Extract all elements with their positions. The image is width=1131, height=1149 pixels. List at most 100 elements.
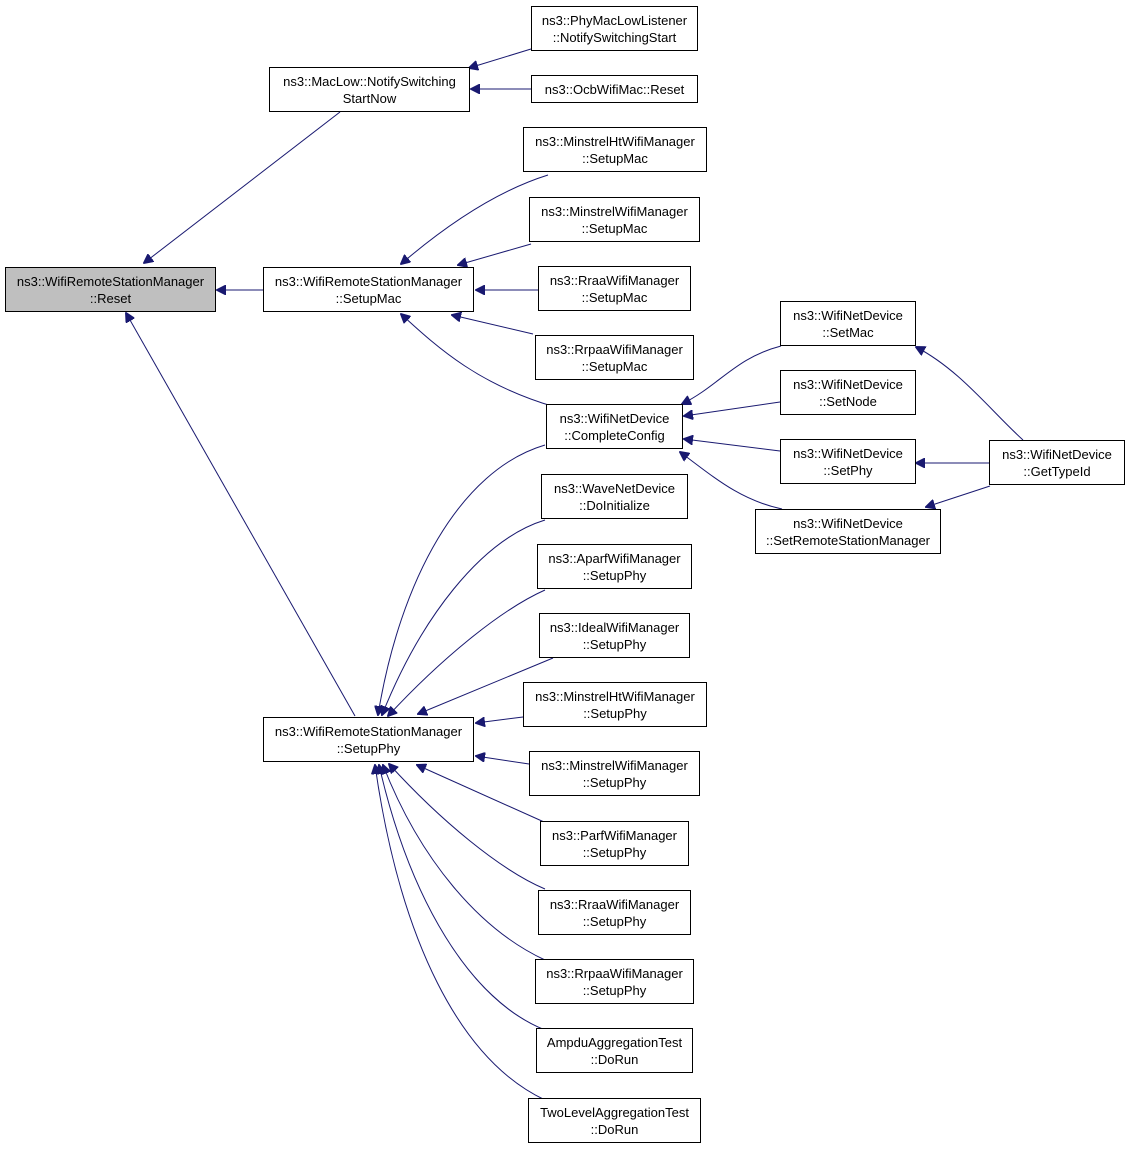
- node-label-line2: ::SetupMac: [581, 289, 648, 305]
- edge-mhtmac-to-setupmac: [401, 174, 549, 264]
- edge-setmac-to-complete: [682, 345, 782, 404]
- node-aparf-setup-phy[interactable]: ns3::AparfWifiManager ::SetupPhy: [537, 544, 692, 589]
- node-label-line2: ::NotifySwitchingStart: [552, 29, 677, 45]
- edge-complete-to-setupphy: [378, 444, 546, 715]
- node-label-line1: ns3::WifiNetDevice: [793, 376, 903, 392]
- node-label-line1: ns3::MacLow::NotifySwitching: [283, 73, 456, 89]
- node-label-line2: ::SetupPhy: [582, 844, 647, 860]
- node-wifi-remote-station-manager-setup-mac[interactable]: ns3::WifiRemoteStationManager ::SetupMac: [263, 267, 474, 312]
- edge-ampdu-to-setupphy: [379, 765, 546, 1031]
- node-minstrelht-setup-mac[interactable]: ns3::MinstrelHtWifiManager ::SetupMac: [523, 127, 707, 172]
- edge-aparf-to-setupphy: [388, 589, 546, 716]
- edge-maclow-to-reset: [144, 111, 341, 263]
- node-label-line2: ::CompleteConfig: [564, 427, 665, 443]
- node-label-line1: ns3::RrpaaWifiManager: [546, 965, 683, 981]
- node-label-line2: ::SetupPhy: [582, 774, 647, 790]
- node-minstrelht-setup-phy[interactable]: ns3::MinstrelHtWifiManager ::SetupPhy: [523, 682, 707, 727]
- node-label-line2: ::SetupPhy: [336, 740, 401, 756]
- node-label-line1: ns3::WifiNetDevice: [793, 445, 903, 461]
- edge-setnode-to-complete: [684, 401, 781, 416]
- node-two-level-aggregation-test-do-run[interactable]: TwoLevelAggregationTest ::DoRun: [528, 1098, 701, 1143]
- node-wifinetdevice-set-phy[interactable]: ns3::WifiNetDevice ::SetPhy: [780, 439, 916, 484]
- node-label-line2: ::SetupMac: [582, 150, 648, 166]
- node-label-line1: ns3::WaveNetDevice: [554, 480, 675, 496]
- node-label-line1: ns3::WifiNetDevice: [793, 515, 903, 531]
- node-minstrel-setup-phy[interactable]: ns3::MinstrelWifiManager ::SetupPhy: [529, 751, 700, 796]
- edge-rrpaamac-to-setupmac: [452, 315, 534, 335]
- node-label-line2: ::SetupPhy: [582, 982, 647, 998]
- node-label-line1: ns3::RraaWifiManager: [549, 272, 680, 288]
- edge-wave-to-setupphy: [382, 519, 546, 715]
- node-label-line2: ::SetupMac: [581, 220, 648, 236]
- node-label-line1: ns3::MinstrelWifiManager: [541, 757, 688, 773]
- node-label-line1: ns3::OcbWifiMac::Reset: [544, 81, 685, 97]
- node-phymaclowlistener-notify-switching-start[interactable]: ns3::PhyMacLowListener ::NotifySwitching…: [531, 6, 698, 51]
- node-wifi-remote-station-manager-setup-phy[interactable]: ns3::WifiRemoteStationManager ::SetupPhy: [263, 717, 474, 762]
- node-label-line1: ns3::RraaWifiManager: [549, 896, 680, 912]
- node-maclow-notify-switching-start-now[interactable]: ns3::MacLow::NotifySwitching StartNow: [269, 67, 470, 112]
- edge-gettype-to-setrsm: [926, 485, 991, 507]
- node-label-line1: ns3::WifiRemoteStationManager: [274, 723, 463, 739]
- edge-rrpaaphy-to-setupphy: [383, 765, 546, 961]
- node-rrpaa-setup-mac[interactable]: ns3::RrpaaWifiManager ::SetupMac: [535, 335, 694, 380]
- node-label-line1: ns3::WifiNetDevice: [559, 410, 670, 426]
- edge-setupphy-to-reset: [126, 313, 356, 717]
- node-label-line1: ns3::RrpaaWifiManager: [546, 341, 683, 357]
- node-label-line2: ::SetupPhy: [582, 913, 647, 929]
- node-wifinetdevice-complete-config[interactable]: ns3::WifiNetDevice ::CompleteConfig: [546, 404, 683, 449]
- node-label-line1: ns3::PhyMacLowListener: [541, 12, 688, 28]
- edge-complete-to-setupmac: [401, 314, 556, 408]
- node-label-line1: ns3::MinstrelHtWifiManager: [535, 688, 695, 704]
- node-label-line2: StartNow: [342, 90, 397, 106]
- node-label-line1: ns3::MinstrelWifiManager: [541, 203, 688, 219]
- node-label-line1: ns3::WifiNetDevice: [1002, 446, 1112, 462]
- node-label-line1: TwoLevelAggregationTest: [540, 1104, 689, 1120]
- node-label-line2: ::SetMac: [822, 324, 874, 340]
- node-label-line2: ::DoRun: [590, 1051, 639, 1067]
- edge-rraaphy-to-setupphy: [389, 764, 546, 890]
- node-label-line2: ::SetupPhy: [583, 705, 647, 721]
- edge-setphy-to-complete: [684, 439, 781, 452]
- node-label-line2: ::SetPhy: [823, 462, 873, 478]
- node-ampdu-aggregation-test-do-run[interactable]: AmpduAggregationTest ::DoRun: [536, 1028, 693, 1073]
- edge-twolevel-to-setupphy: [375, 765, 546, 1101]
- node-label-line2: ::SetupMac: [581, 358, 648, 374]
- node-label-line2: ::DoRun: [590, 1121, 639, 1137]
- node-label-line1: ns3::MinstrelHtWifiManager: [535, 133, 695, 149]
- edge-mhtphy-to-setupphy: [476, 716, 524, 723]
- node-label-line2: ::SetupMac: [335, 290, 402, 306]
- node-ocbwifimac-reset[interactable]: ns3::OcbWifiMac::Reset: [531, 75, 698, 103]
- node-label-line2: ::DoInitialize: [579, 497, 650, 513]
- node-minstrel-setup-mac[interactable]: ns3::MinstrelWifiManager ::SetupMac: [529, 197, 700, 242]
- node-wavenetdevice-do-initialize[interactable]: ns3::WaveNetDevice ::DoInitialize: [541, 474, 688, 519]
- node-rraa-setup-phy[interactable]: ns3::RraaWifiManager ::SetupPhy: [538, 890, 691, 935]
- node-label-line1: AmpduAggregationTest: [546, 1034, 683, 1050]
- node-label-line1: ns3::AparfWifiManager: [548, 550, 681, 566]
- edge-setrsm-to-complete: [680, 452, 783, 510]
- edge-phylisten-to-maclow: [469, 48, 532, 68]
- edge-mmac-to-setupmac: [458, 243, 532, 265]
- edge-gettype-to-setmac: [916, 347, 1024, 441]
- node-rraa-setup-mac[interactable]: ns3::RraaWifiManager ::SetupMac: [538, 266, 691, 311]
- edge-parf-to-setupphy: [417, 765, 554, 827]
- node-label-line2: ::SetRemoteStationManager: [765, 532, 931, 548]
- edge-mphy-to-setupphy: [476, 756, 530, 765]
- node-label-line1: ns3::WifiRemoteStationManager: [16, 273, 205, 289]
- node-wifinetdevice-set-node[interactable]: ns3::WifiNetDevice ::SetNode: [780, 370, 916, 415]
- node-rrpaa-setup-phy[interactable]: ns3::RrpaaWifiManager ::SetupPhy: [535, 959, 694, 1004]
- node-wifinetdevice-get-type-id[interactable]: ns3::WifiNetDevice ::GetTypeId: [989, 440, 1125, 485]
- node-label-line1: ns3::ParfWifiManager: [552, 827, 677, 843]
- node-ideal-setup-phy[interactable]: ns3::IdealWifiManager ::SetupPhy: [539, 613, 690, 658]
- node-parf-setup-phy[interactable]: ns3::ParfWifiManager ::SetupPhy: [540, 821, 689, 866]
- node-wifinetdevice-set-mac[interactable]: ns3::WifiNetDevice ::SetMac: [780, 301, 916, 346]
- node-label-line2: ::SetupPhy: [582, 567, 647, 583]
- node-label-line1: ns3::WifiRemoteStationManager: [274, 273, 463, 289]
- node-label-line2: ::GetTypeId: [1023, 463, 1091, 479]
- node-label-line2: ::Reset: [89, 290, 132, 306]
- node-wifi-remote-station-manager-reset: ns3::WifiRemoteStationManager ::Reset: [5, 267, 216, 312]
- edge-ideal-to-setupphy: [418, 657, 554, 714]
- node-label-line1: ns3::IdealWifiManager: [549, 619, 680, 635]
- node-wifinetdevice-set-remote-station-manager[interactable]: ns3::WifiNetDevice ::SetRemoteStationMan…: [755, 509, 941, 554]
